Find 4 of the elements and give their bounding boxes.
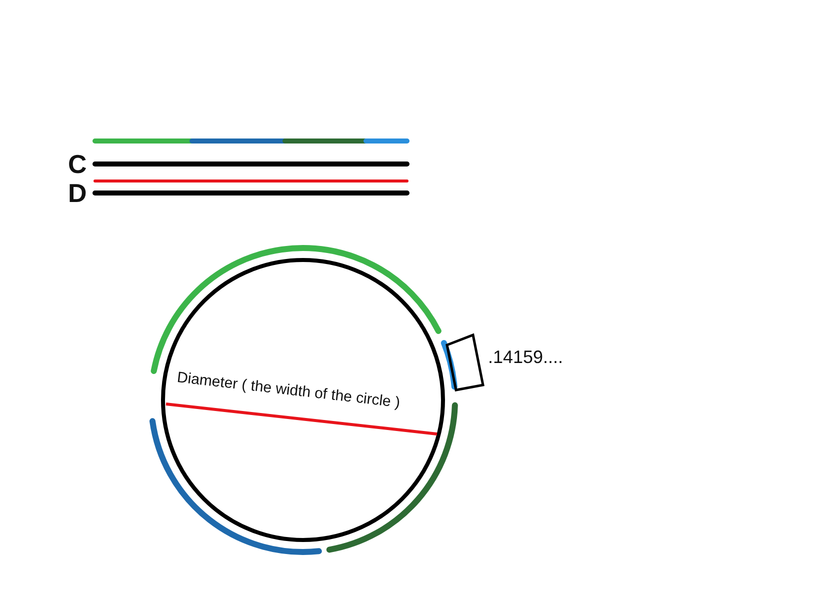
pi-decimal-label: .14159.... xyxy=(488,348,564,366)
line-label: C xyxy=(68,151,87,177)
diameter-label: Diameter ( the width of the circle ) xyxy=(176,370,401,410)
line-label: D xyxy=(68,180,87,206)
